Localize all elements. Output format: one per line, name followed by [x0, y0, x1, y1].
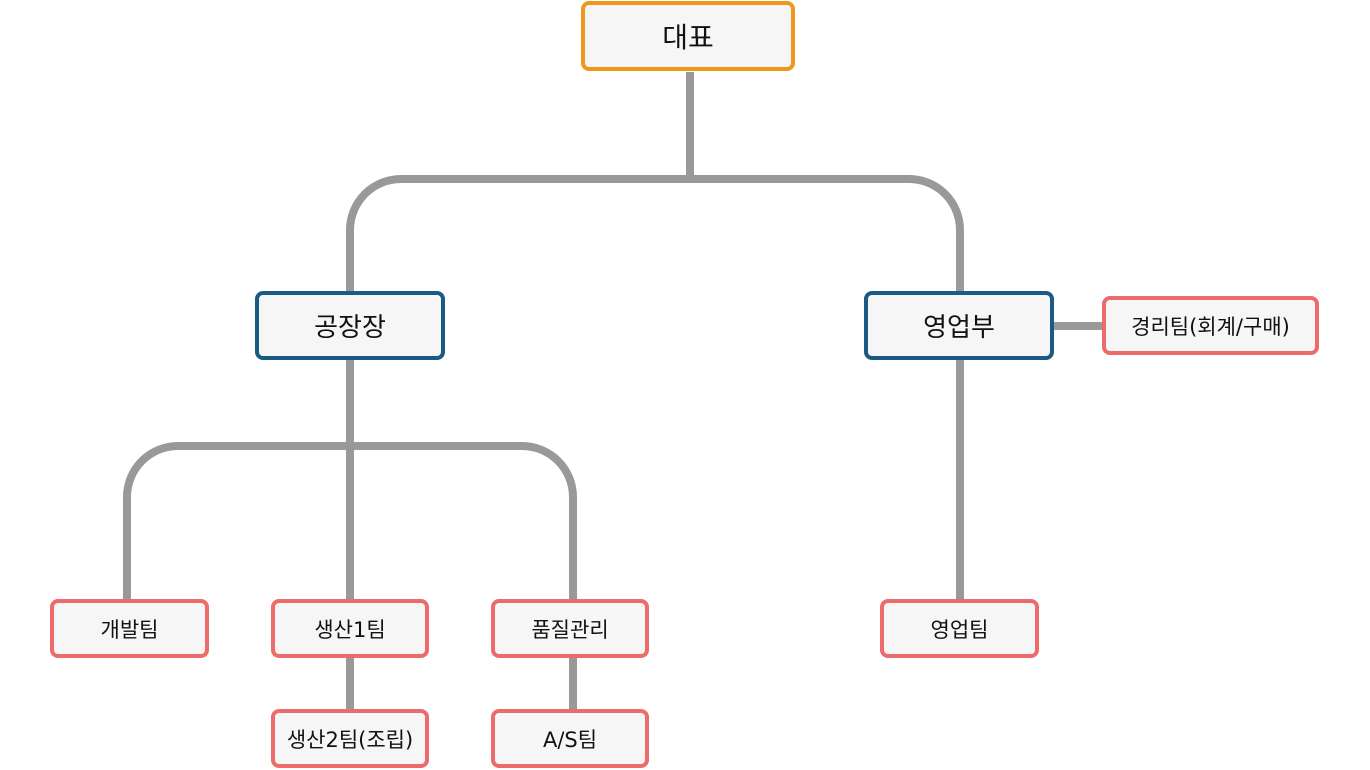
production2-team-label: 생산2팀(조립): [286, 727, 414, 752]
as-team-label: A/S팀: [542, 727, 598, 752]
connector-factory-branch: [123, 442, 577, 600]
production1-team-node: 생산1팀: [271, 599, 429, 658]
production2-team-node: 생산2팀(조립): [271, 709, 429, 768]
as-team-node: A/S팀: [491, 709, 649, 768]
sales-team-label: 영업팀: [930, 617, 989, 642]
sales-head-label: 영업부: [923, 313, 995, 343]
qc-team-label: 품질관리: [531, 617, 609, 642]
connector-top-branch: [346, 175, 964, 292]
qc-team-node: 품질관리: [491, 599, 649, 658]
accounting-team-label: 경리팀(회계/구매): [1131, 314, 1290, 339]
ceo-node: 대표: [581, 1, 795, 71]
factory-head-node: 공장장: [255, 291, 445, 360]
ceo-label: 대표: [662, 21, 714, 54]
factory-head-label: 공장장: [314, 313, 386, 343]
dev-team-node: 개발팀: [50, 599, 209, 658]
production1-team-label: 생산1팀: [314, 617, 386, 642]
accounting-team-node: 경리팀(회계/구매): [1102, 296, 1319, 355]
dev-team-label: 개발팀: [100, 617, 159, 642]
sales-team-node: 영업팀: [880, 599, 1039, 658]
sales-head-node: 영업부: [864, 291, 1054, 360]
